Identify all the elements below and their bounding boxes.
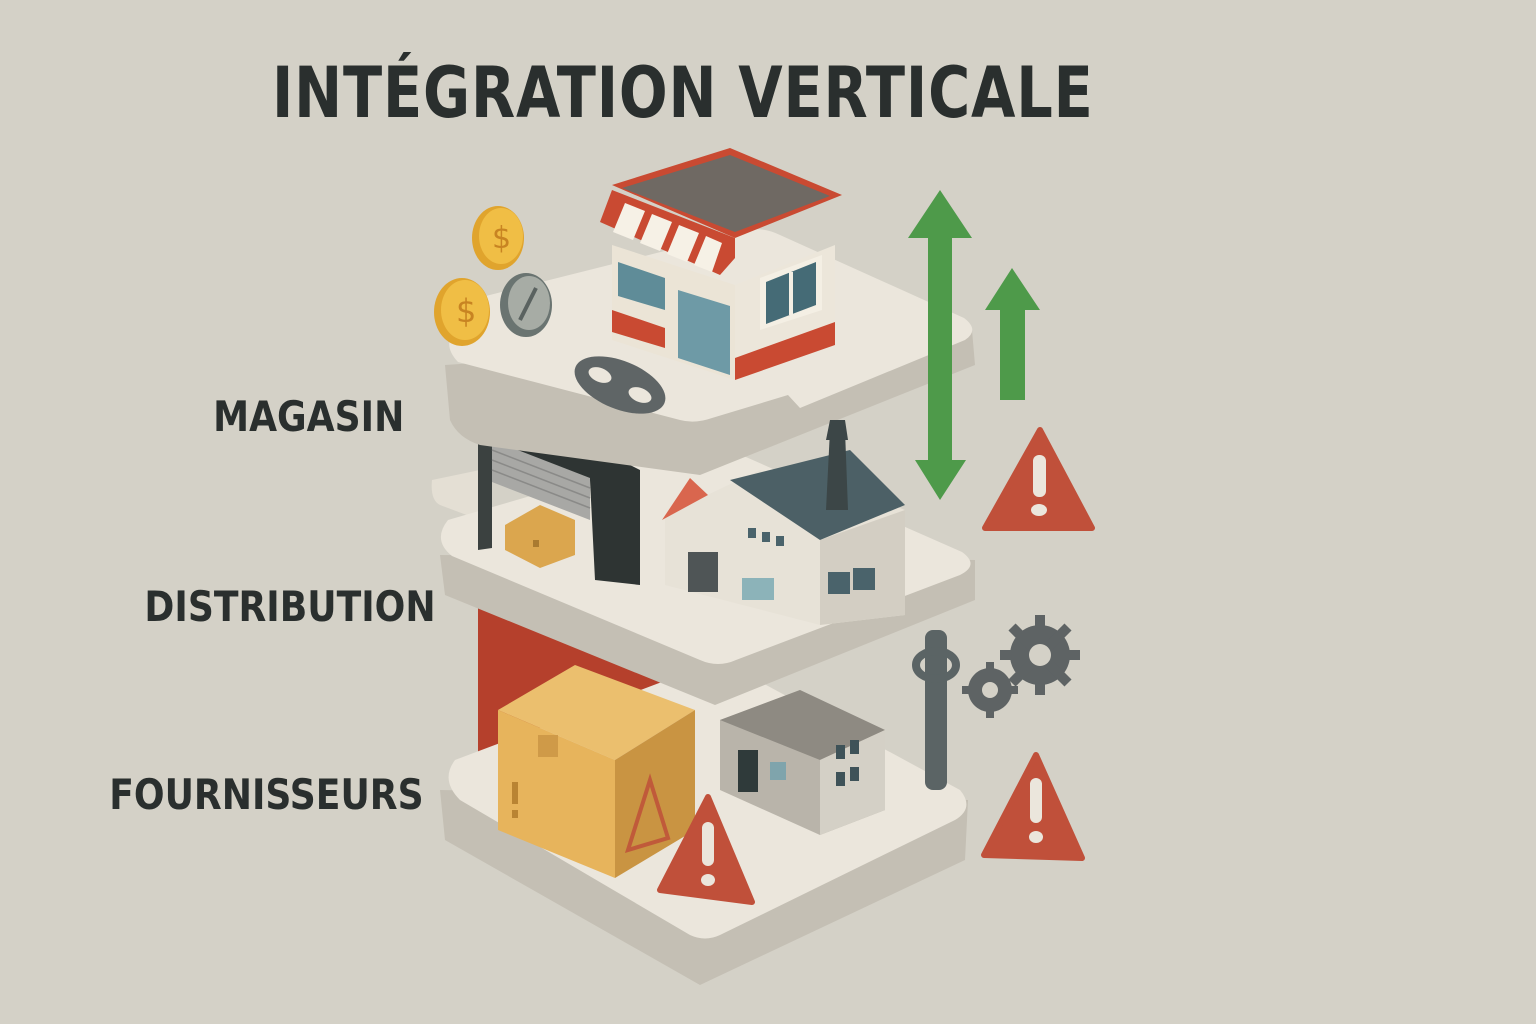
level-label-magasin: MAGASIN (212, 392, 404, 441)
page-title: INTÉGRATION VERTICALE (272, 52, 1094, 134)
pipe (925, 630, 947, 790)
cardboard-box-icon (498, 665, 695, 878)
level-label-fournisseurs: FOURNISSEURS (109, 770, 424, 819)
warning-icon (982, 427, 1095, 531)
supplier-building-icon (720, 690, 885, 835)
coins-icon: $ $ (434, 206, 552, 346)
chain-link-icon (574, 356, 666, 414)
distribution-building-icon (662, 430, 905, 625)
gears-icon (962, 615, 1080, 718)
double-arrow-up-down-icon (908, 190, 972, 500)
svg-text:$: $ (492, 221, 511, 256)
level-label-distribution: DISTRIBUTION (144, 582, 436, 631)
chimney (826, 430, 848, 510)
warning-icon (981, 752, 1085, 861)
svg-text:$: $ (456, 292, 476, 330)
roof-flag (662, 478, 708, 520)
storefront-icon (600, 148, 842, 380)
arrow-up-icon (985, 268, 1040, 400)
warning-icon (657, 794, 755, 905)
